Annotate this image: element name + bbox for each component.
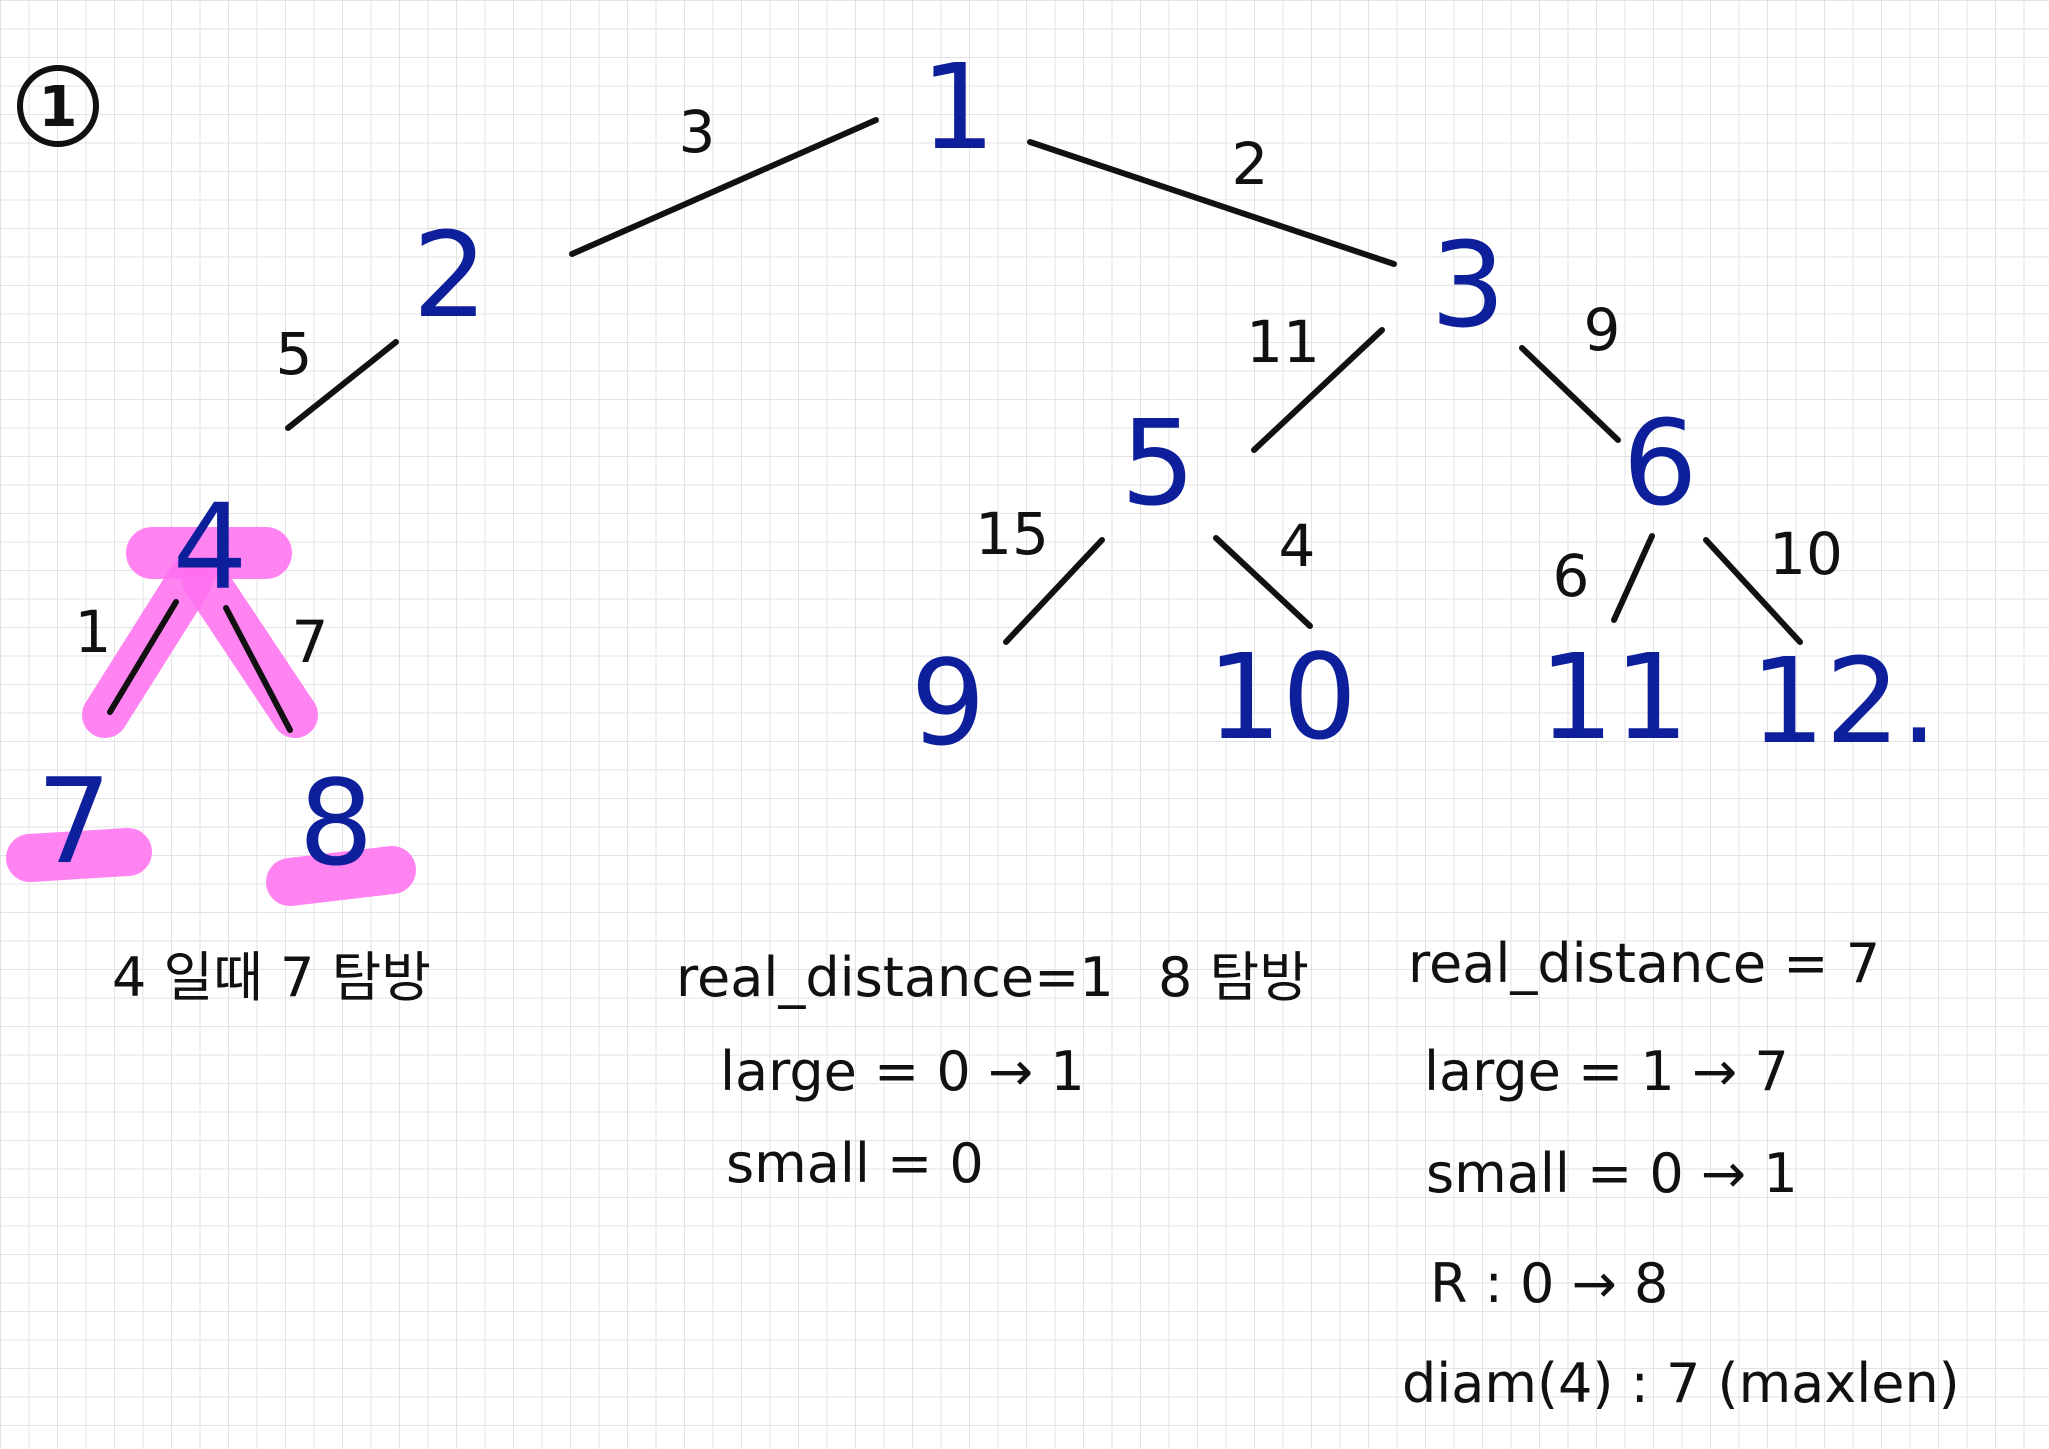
note-real-distance-left: real_distance=1 (676, 946, 1114, 1009)
note-r-right: R : 0 → 8 (1430, 1252, 1668, 1315)
edge-1-3 (1027, 139, 1397, 267)
edge-4-8 (223, 605, 293, 733)
weight-6-11: 6 (1553, 542, 1590, 610)
node-3: 3 (1430, 216, 1505, 354)
edge-3-6 (1519, 345, 1621, 443)
weight-1-3: 2 (1232, 130, 1269, 198)
node-9: 9 (910, 634, 985, 772)
weight-4-7: 1 (75, 598, 112, 666)
note-large-left: large = 0 → 1 (720, 1040, 1085, 1103)
notes: 4 일때 7 탐방 real_distance=1 8 탐방 real_dist… (112, 932, 1960, 1415)
node-12: 12. (1750, 632, 1938, 770)
nodes: 1 2 3 4 5 6 7 8 9 10 11 12. (36, 38, 1937, 892)
edge-3-5 (1251, 327, 1385, 453)
edge-5-9 (1003, 537, 1105, 645)
edge-6-11 (1611, 533, 1655, 623)
edge-6-12 (1703, 537, 1803, 645)
edge-1-2 (569, 117, 879, 257)
edge-weights: 3 2 5 11 9 1 7 15 4 6 10 (75, 98, 1843, 676)
node-11: 11 (1539, 628, 1689, 766)
highlight-node-8 (266, 846, 416, 906)
weight-6-12: 10 (1769, 520, 1843, 588)
note-4-visit-7: 4 일때 7 탐방 (112, 946, 431, 1009)
weight-4-8: 7 (292, 608, 329, 676)
weight-3-6: 9 (1584, 296, 1621, 364)
edge-2-4 (285, 339, 399, 431)
section-marker-number: 1 (39, 75, 78, 140)
edges (107, 117, 1803, 733)
note-large-right: large = 1 → 7 (1424, 1040, 1789, 1103)
section-marker-circle (17, 65, 99, 147)
node-4: 4 (172, 478, 247, 616)
node-10: 10 (1207, 628, 1357, 766)
note-small-left: small = 0 (726, 1132, 984, 1195)
node-2: 2 (412, 206, 487, 344)
node-5: 5 (1120, 394, 1195, 532)
note-small-right: small = 0 → 1 (1426, 1142, 1798, 1205)
note-diam-right: diam(4) : 7 (maxlen) (1402, 1352, 1960, 1415)
highlight-node-7 (6, 828, 152, 882)
edge-4-7 (107, 599, 179, 715)
node-1: 1 (920, 38, 995, 176)
node-7: 7 (36, 752, 111, 890)
weight-5-9: 15 (975, 500, 1049, 568)
node-8: 8 (298, 754, 373, 892)
weight-3-5: 11 (1246, 308, 1320, 376)
node-6: 6 (1622, 394, 1697, 532)
weight-2-4: 5 (276, 320, 313, 388)
note-real-distance-right: real_distance = 7 (1408, 932, 1880, 995)
weight-1-2: 3 (679, 98, 716, 166)
weight-5-10: 4 (1279, 512, 1316, 580)
section-marker: 1 (17, 65, 99, 147)
edge-5-10 (1213, 535, 1313, 629)
note-visit-8: 8 탐방 (1158, 946, 1309, 1009)
